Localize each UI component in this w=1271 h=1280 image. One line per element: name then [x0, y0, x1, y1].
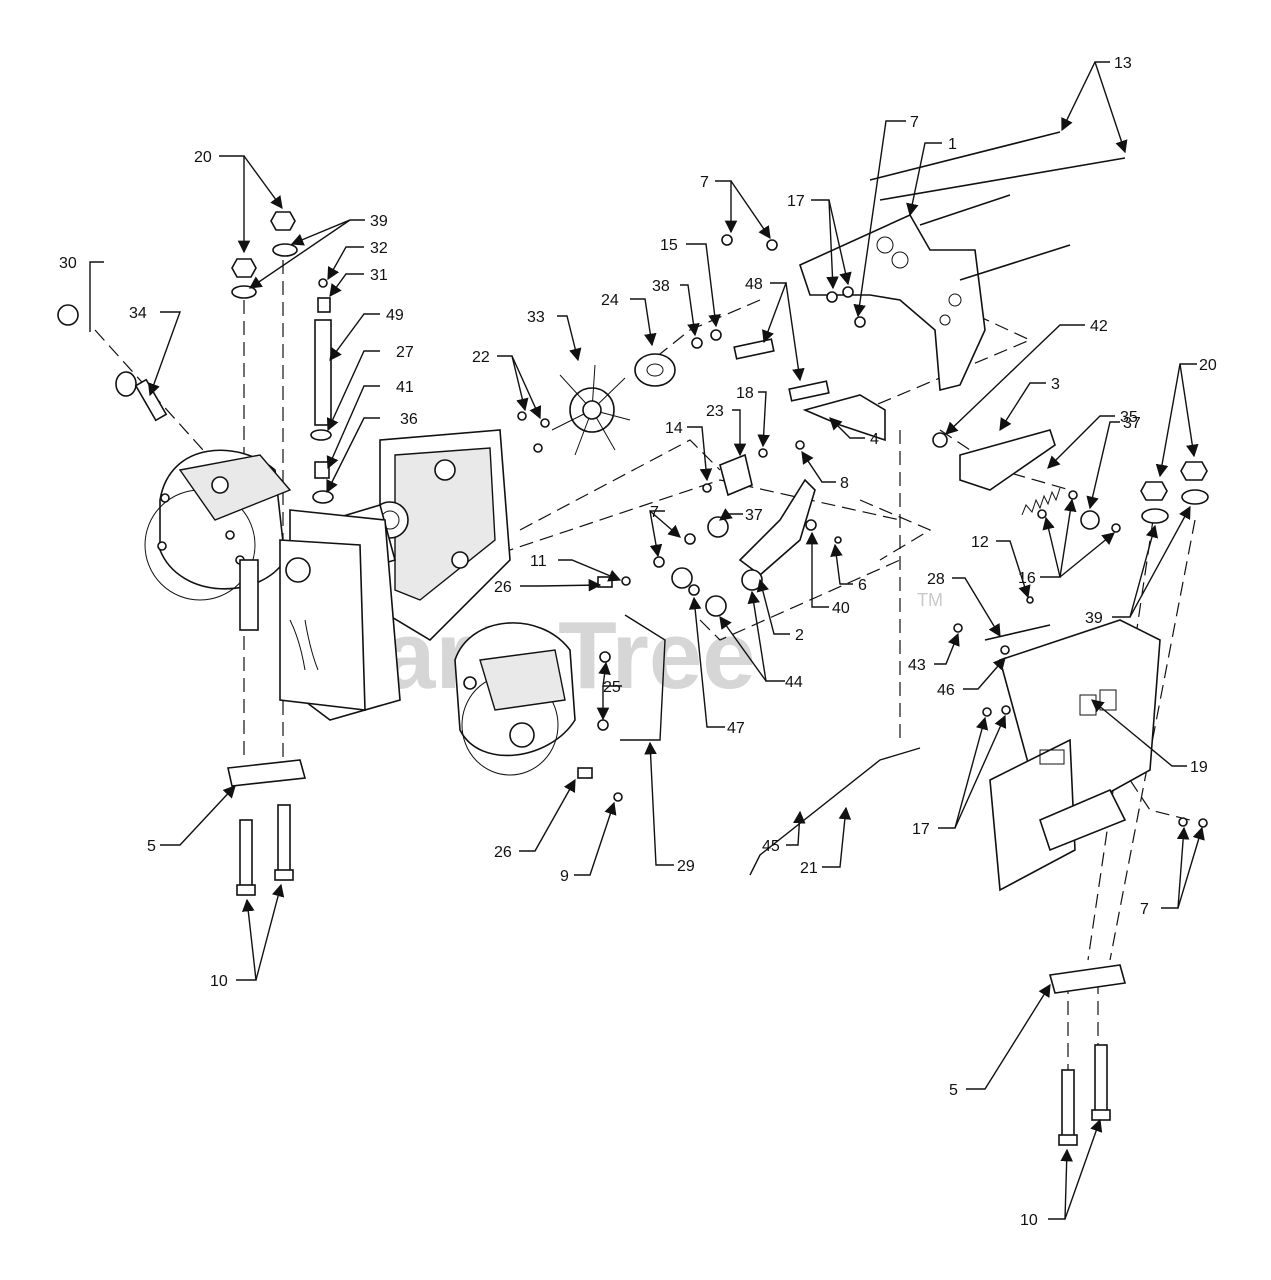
callout-44: 44 [785, 674, 803, 691]
washer-38 [691, 337, 703, 349]
callout-43: 43 [908, 657, 926, 674]
callout-7-top: 7 [700, 174, 709, 191]
callout-26-top: 26 [494, 579, 512, 596]
callout-10-right: 10 [1020, 1212, 1038, 1229]
callout-31: 31 [370, 267, 388, 284]
callout-22: 22 [472, 349, 490, 366]
callout-2: 2 [795, 627, 804, 644]
callout-15: 15 [660, 237, 678, 254]
callout-16: 16 [1018, 570, 1036, 587]
callout-labels: 20 39 32 31 30 34 49 27 41 36 22 33 24 3… [59, 55, 1217, 1229]
washer-44c [741, 569, 763, 591]
callout-24: 24 [601, 292, 619, 309]
callout-20-right: 20 [1199, 357, 1217, 374]
callout-17-bottom: 17 [912, 821, 930, 838]
hose-29 [620, 614, 666, 741]
callout-7-bottom: 7 [1140, 901, 1149, 918]
callout-18: 18 [736, 385, 754, 402]
transmission-body [239, 429, 511, 721]
bracket-1 [799, 213, 986, 392]
fittings [57, 278, 334, 504]
washer-44b [705, 595, 727, 617]
callout-39-left: 39 [370, 213, 388, 230]
cooling-fan [551, 364, 631, 456]
callout-47: 47 [727, 720, 745, 737]
callout-6: 6 [858, 577, 867, 594]
callout-39-right: 39 [1085, 610, 1103, 627]
nut-15 [710, 329, 722, 341]
callout-7-vertical: 7 [910, 114, 919, 131]
callout-1: 1 [948, 136, 957, 153]
callout-5-left: 5 [147, 838, 156, 855]
callout-7-mid: 7 [650, 504, 659, 521]
rod-45 [749, 747, 921, 876]
callout-9: 9 [560, 868, 569, 885]
bolts-10a [236, 804, 294, 896]
spring-35 [1021, 487, 1061, 516]
idler-bracket-3 [959, 429, 1056, 491]
transaxle-right-hub [454, 622, 576, 776]
bolts-10b [1058, 1044, 1111, 1146]
washer-44a [671, 567, 693, 589]
callout-49: 49 [386, 307, 404, 324]
callout-26-bottom: 26 [494, 844, 512, 861]
callout-40: 40 [832, 600, 850, 617]
callout-34: 34 [129, 305, 147, 322]
callout-37-right: 37 [1123, 415, 1141, 432]
callout-35: 35 [1120, 409, 1138, 426]
callout-4: 4 [870, 431, 879, 448]
callout-33: 33 [527, 309, 545, 326]
arm-2 [738, 478, 816, 577]
callout-17-top: 17 [787, 193, 805, 210]
bracket-23 [719, 453, 753, 497]
callout-11: 11 [530, 553, 547, 570]
small-hardware [517, 234, 1208, 828]
callout-13: 13 [1114, 55, 1132, 72]
bushing-47 [688, 584, 700, 596]
pulley [634, 353, 676, 387]
callout-42: 42 [1090, 318, 1108, 335]
callout-41: 41 [396, 379, 414, 396]
callout-5-right: 5 [949, 1082, 958, 1099]
spacer-48a [733, 338, 775, 360]
washer-37b [1080, 510, 1100, 530]
leader-lines [89, 61, 1205, 1220]
callout-46: 46 [937, 682, 955, 699]
rod-28 [984, 624, 1051, 641]
callout-23: 23 [706, 403, 724, 420]
callout-21: 21 [800, 860, 818, 877]
callout-10-left: 10 [210, 973, 228, 990]
callout-30: 30 [59, 255, 77, 272]
callout-8: 8 [840, 475, 849, 492]
callout-37-mid: 37 [745, 507, 763, 524]
callout-12: 12 [971, 534, 989, 551]
callout-28: 28 [927, 571, 945, 588]
callout-20-left: 20 [194, 149, 212, 166]
callout-32: 32 [370, 240, 388, 257]
callout-29: 29 [677, 858, 695, 875]
callout-38: 38 [652, 278, 670, 295]
callout-36: 36 [400, 411, 418, 428]
nuts-washers-right [1140, 461, 1209, 524]
transaxle-left-hub [144, 449, 292, 601]
washer-37 [707, 516, 729, 538]
callout-27: 27 [396, 344, 414, 361]
plate-5b [1048, 964, 1127, 994]
frame-plate-19 [989, 619, 1161, 892]
long-bolts-13 [869, 131, 1126, 281]
nuts-washers-left [231, 211, 298, 299]
plate-5a [227, 759, 307, 787]
callout-14: 14 [665, 420, 683, 437]
callout-25: 25 [603, 679, 621, 696]
watermark-tm: TM [917, 590, 943, 610]
spacer-48b [788, 380, 830, 402]
callout-45: 45 [762, 838, 780, 855]
bushing-42 [932, 432, 948, 448]
callout-19: 19 [1190, 759, 1208, 776]
callout-3: 3 [1051, 376, 1060, 393]
callout-48: 48 [745, 276, 763, 293]
